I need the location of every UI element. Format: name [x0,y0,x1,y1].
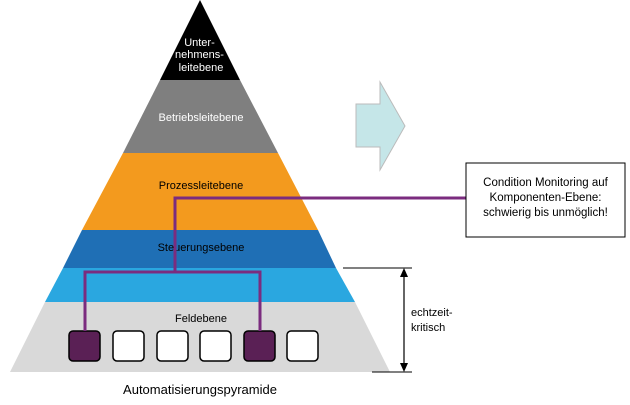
field-device-3 [156,330,189,362]
bracket-arrow-up-icon [400,268,408,277]
level-unternehmensleitebene [160,0,240,80]
label-steuerungsebene: Steuerungsebene [158,242,245,254]
label-unternehmensleitebene: Unter- nehmens- leitebene [175,37,227,74]
right-arrow-icon [355,80,406,172]
bracket-label: echtzeit- kritisch [411,307,453,334]
level-feld-bus [45,268,355,302]
level-betriebsleitebene [123,80,278,153]
field-device-6 [286,330,319,362]
field-device-1 [68,330,101,362]
bracket-arrow-down-icon [400,363,408,372]
connector-device-line [175,270,262,331]
diagram-caption: Automatisierungspyramide [123,382,277,397]
note-box [465,162,626,238]
label-betriebsleitebene: Betriebsleitebene [158,112,243,124]
field-device-5 [243,330,276,362]
label-prozessleitebene: Prozessleitebene [159,180,243,192]
level-steuerungsebene [63,230,336,268]
field-device-2 [112,330,145,362]
note-text: Condition Monitoring auf Komponenten-Ebe… [483,177,608,219]
field-device-4 [199,330,232,362]
level-prozessleitebene [82,153,318,230]
label-feldebene: Feldebene [175,313,227,325]
